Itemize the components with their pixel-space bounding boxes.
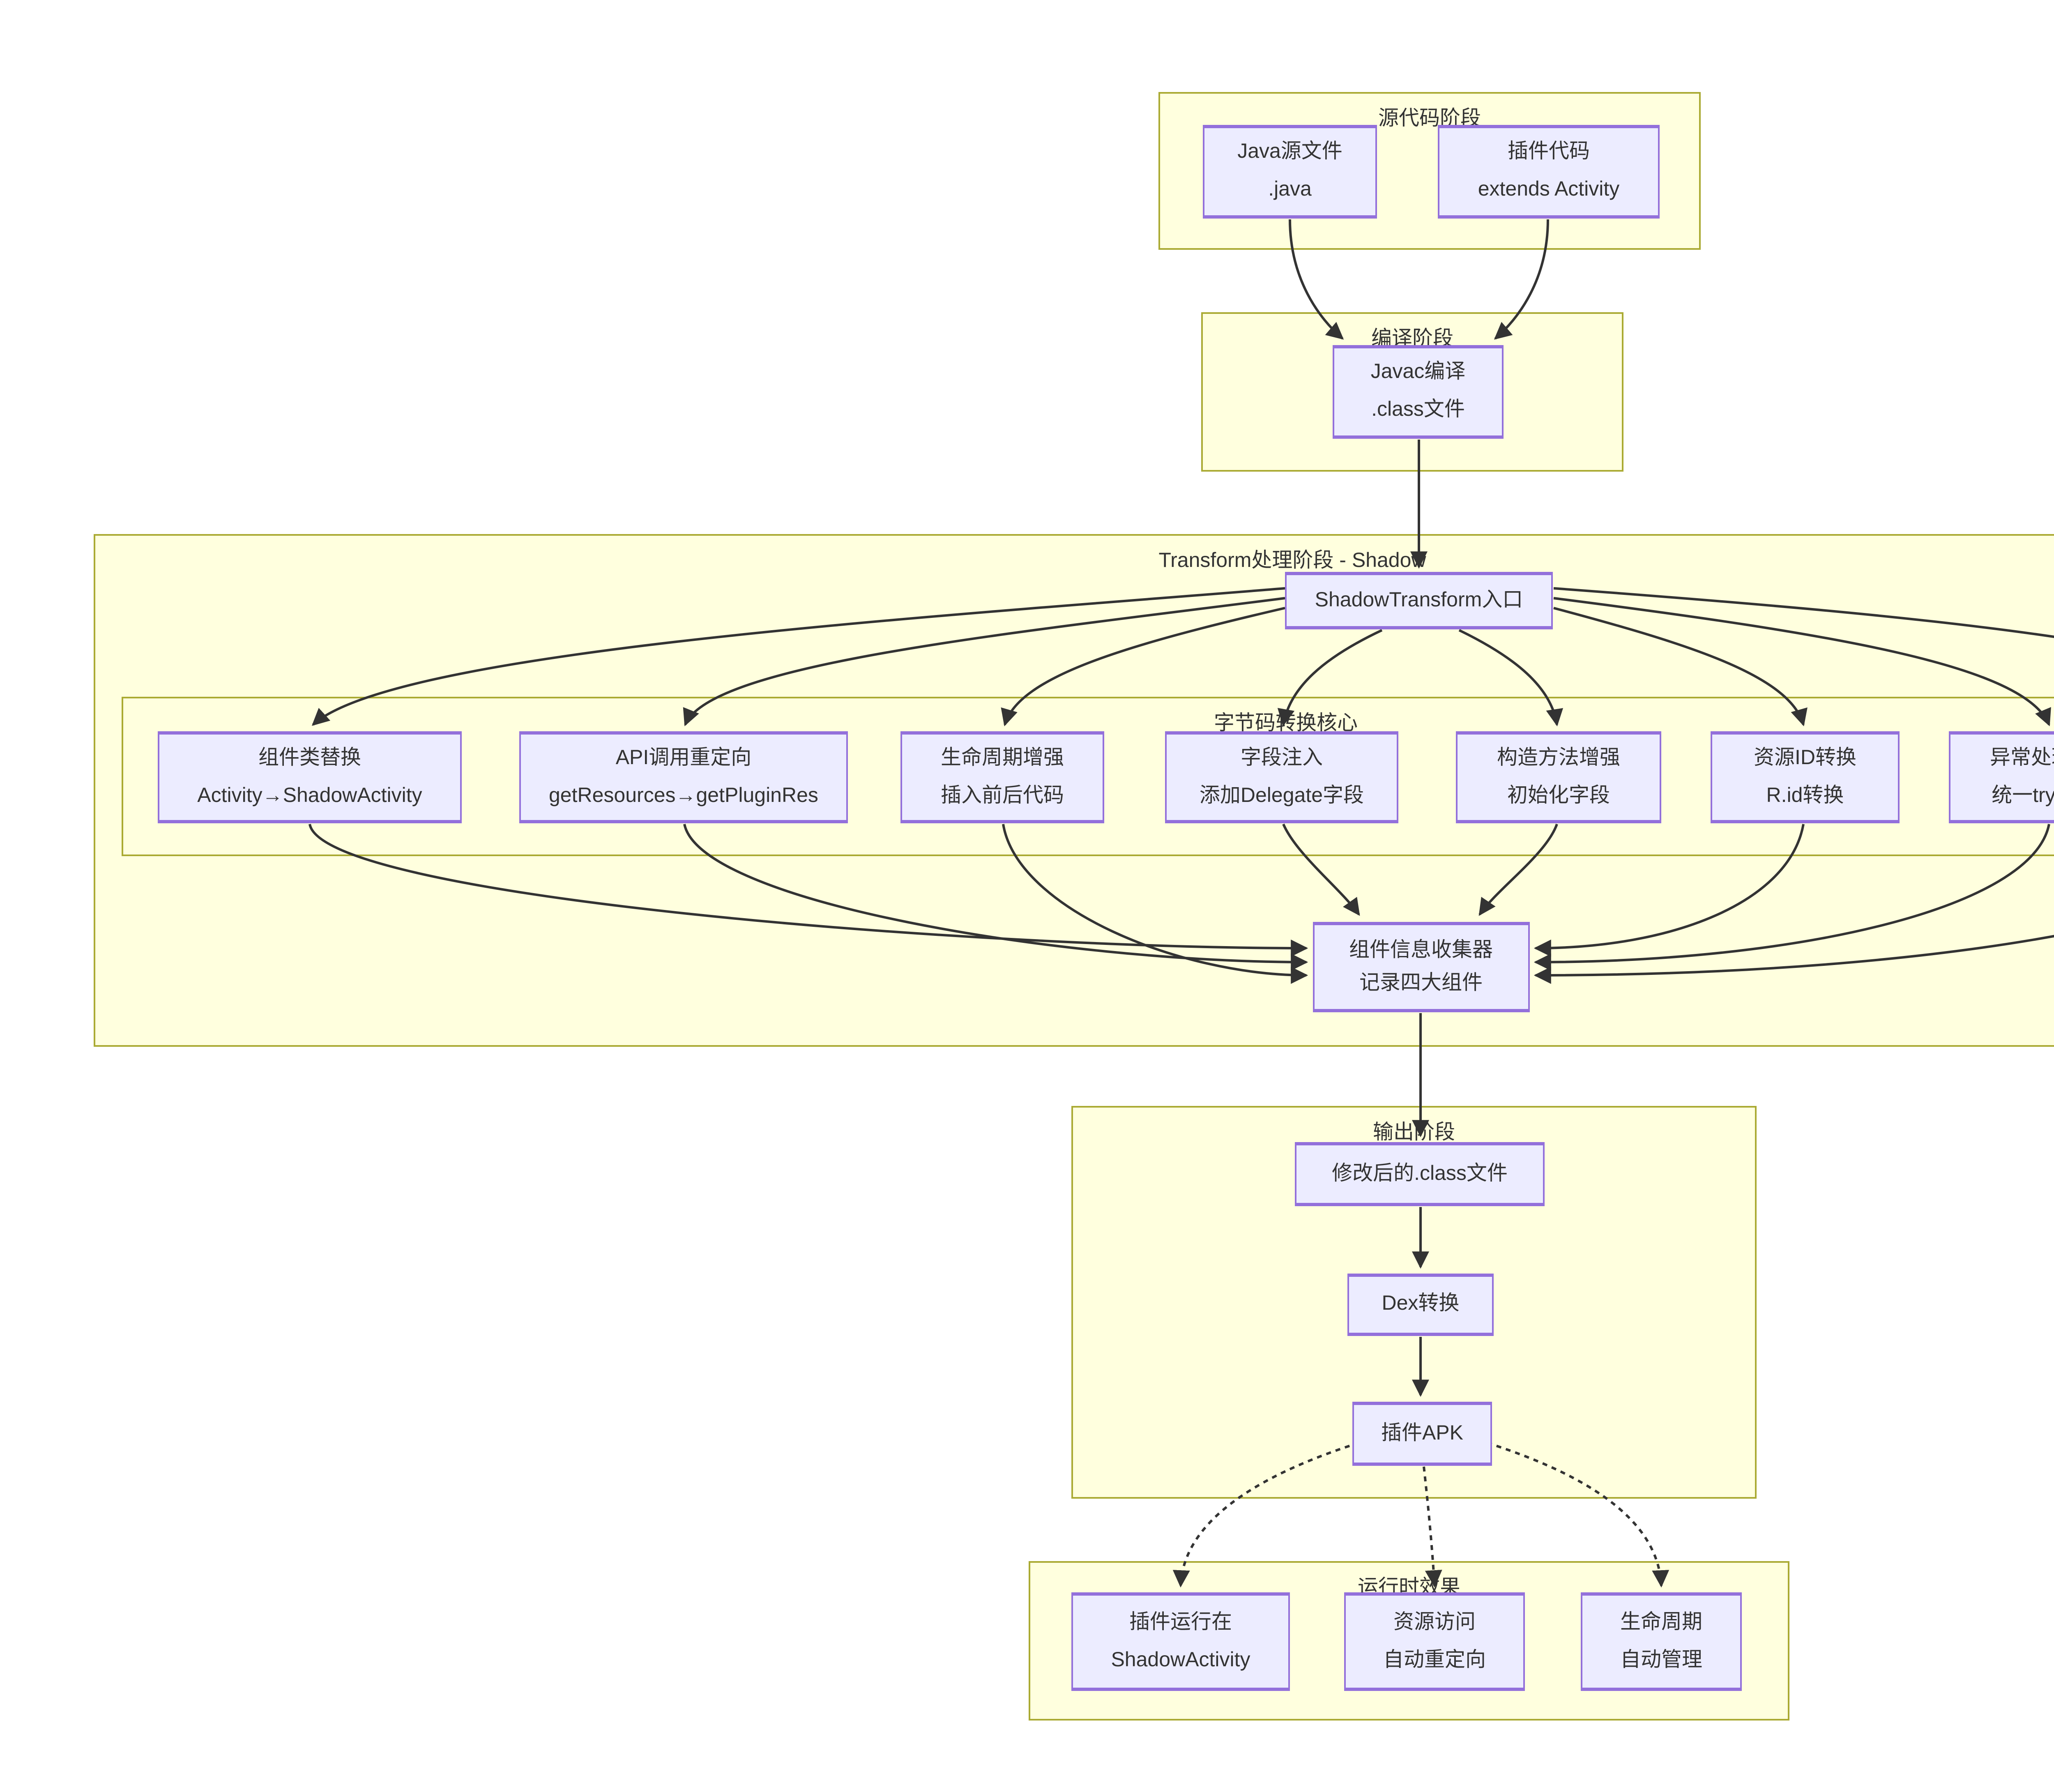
- edge-entry-exception: [1553, 597, 2051, 726]
- node-label: 统一try-catch: [1992, 783, 2054, 806]
- node-component-info-collector: 组件信息收集器 记录四大组件: [1313, 922, 1529, 1012]
- node-javac-compile: Javac编译 .class文件: [1333, 345, 1504, 439]
- node-label: .java: [1268, 177, 1312, 200]
- edge-replaceclass-collector: [309, 824, 1308, 957]
- node-label: 生命周期: [1620, 1610, 1702, 1633]
- edge-entry-lifecycle: [1001, 607, 1285, 727]
- edge-entry-replaceclass: [311, 587, 1285, 726]
- node-label: API调用重定向: [615, 746, 752, 769]
- node-label: 初始化字段: [1507, 783, 1610, 806]
- node-label: 组件信息收集器: [1349, 938, 1493, 961]
- edge-constructor-collector: [1478, 824, 1558, 916]
- node-component-class-replace: 组件类替换 Activity→ShadowActivity: [158, 731, 462, 823]
- node-label: 插入前后代码: [940, 783, 1064, 806]
- node-label: 组件类替换: [258, 746, 361, 769]
- edge-resourceid-collector: [1534, 824, 1805, 957]
- node-label: Dex转换: [1382, 1292, 1460, 1315]
- edge-entry-resourceid: [1553, 607, 1808, 727]
- node-plugin-apk: 插件APK: [1352, 1402, 1492, 1466]
- edge-entry-apiredirect: [683, 597, 1285, 726]
- node-label: 自动重定向: [1383, 1647, 1486, 1670]
- node-label: ShadowActivity: [1111, 1647, 1250, 1670]
- node-label: getResources→getPluginRes: [549, 783, 818, 806]
- node-resource-id-convert: 资源ID转换 R.id转换: [1711, 731, 1900, 823]
- node-runtime-resource-redirect: 资源访问 自动重定向: [1344, 1592, 1525, 1691]
- node-runtime-shadowactivity: 插件运行在 ShadowActivity: [1071, 1592, 1290, 1691]
- node-label: 构造方法增强: [1497, 746, 1620, 769]
- node-java-source: Java源文件 .java: [1203, 125, 1377, 219]
- node-label: 添加Delegate字段: [1199, 783, 1364, 806]
- edge-plugincode-javac: [1494, 219, 1549, 340]
- node-field-inject: 字段注入 添加Delegate字段: [1165, 731, 1398, 823]
- node-label: 资源ID转换: [1753, 746, 1856, 769]
- node-label: 资源访问: [1393, 1610, 1476, 1633]
- edge-entry-perfmonitor: [1553, 587, 2054, 638]
- edge-entry-constructor: [1458, 629, 1564, 727]
- node-lifecycle-enhance: 生命周期增强 插入前后代码: [900, 731, 1104, 823]
- edge-apiredirect-collector: [683, 824, 1308, 971]
- node-runtime-lifecycle-auto: 生命周期 自动管理: [1581, 1592, 1742, 1691]
- node-label: 插件运行在: [1129, 1610, 1232, 1633]
- node-label: 自动管理: [1620, 1647, 1702, 1670]
- node-plugin-code: 插件代码 extends Activity: [1438, 125, 1660, 219]
- edge-apk-runtimelifecycle: [1487, 1442, 1669, 1588]
- node-shadowtransform-entry: ShadowTransform入口: [1285, 572, 1553, 629]
- edge-perfmonitor-collector: [1534, 935, 2054, 984]
- node-label: .class文件: [1371, 398, 1465, 421]
- edge-javasource-javac: [1289, 219, 1344, 340]
- node-label: 插件APK: [1381, 1421, 1463, 1444]
- node-label: 生命周期增强: [940, 746, 1064, 769]
- edge-entry-fieldinject: [1277, 629, 1383, 727]
- node-label: Javac编译: [1370, 360, 1466, 383]
- node-label: 修改后的.class文件: [1332, 1161, 1508, 1184]
- node-modified-class-file: 修改后的.class文件: [1295, 1142, 1545, 1206]
- node-label: R.id转换: [1766, 783, 1844, 806]
- node-label: 插件代码: [1507, 140, 1590, 163]
- node-label: 记录四大组件: [1359, 970, 1483, 993]
- node-label: Java源文件: [1237, 140, 1342, 163]
- node-label: 异常处理增强: [1990, 746, 2054, 769]
- node-label: 字段注入: [1240, 746, 1323, 769]
- edge-exception-collector: [1534, 824, 2050, 971]
- node-dex-convert: Dex转换: [1347, 1274, 1494, 1336]
- edge-apk-runtimeresource: [1423, 1466, 1442, 1588]
- edge-fieldinject-collector: [1282, 823, 1360, 916]
- node-label: extends Activity: [1478, 177, 1620, 200]
- node-label: Activity→ShadowActivity: [197, 783, 422, 806]
- node-label: ShadowTransform入口: [1315, 587, 1523, 611]
- edge-lifecycle-collector: [1002, 824, 1308, 984]
- node-api-call-redirect: API调用重定向 getResources→getPluginRes: [519, 731, 848, 823]
- node-exception-enhance: 异常处理增强 统一try-catch: [1949, 731, 2054, 823]
- node-constructor-enhance: 构造方法增强 初始化字段: [1456, 731, 1661, 823]
- edge-apk-runtimeshadow: [1172, 1442, 1359, 1588]
